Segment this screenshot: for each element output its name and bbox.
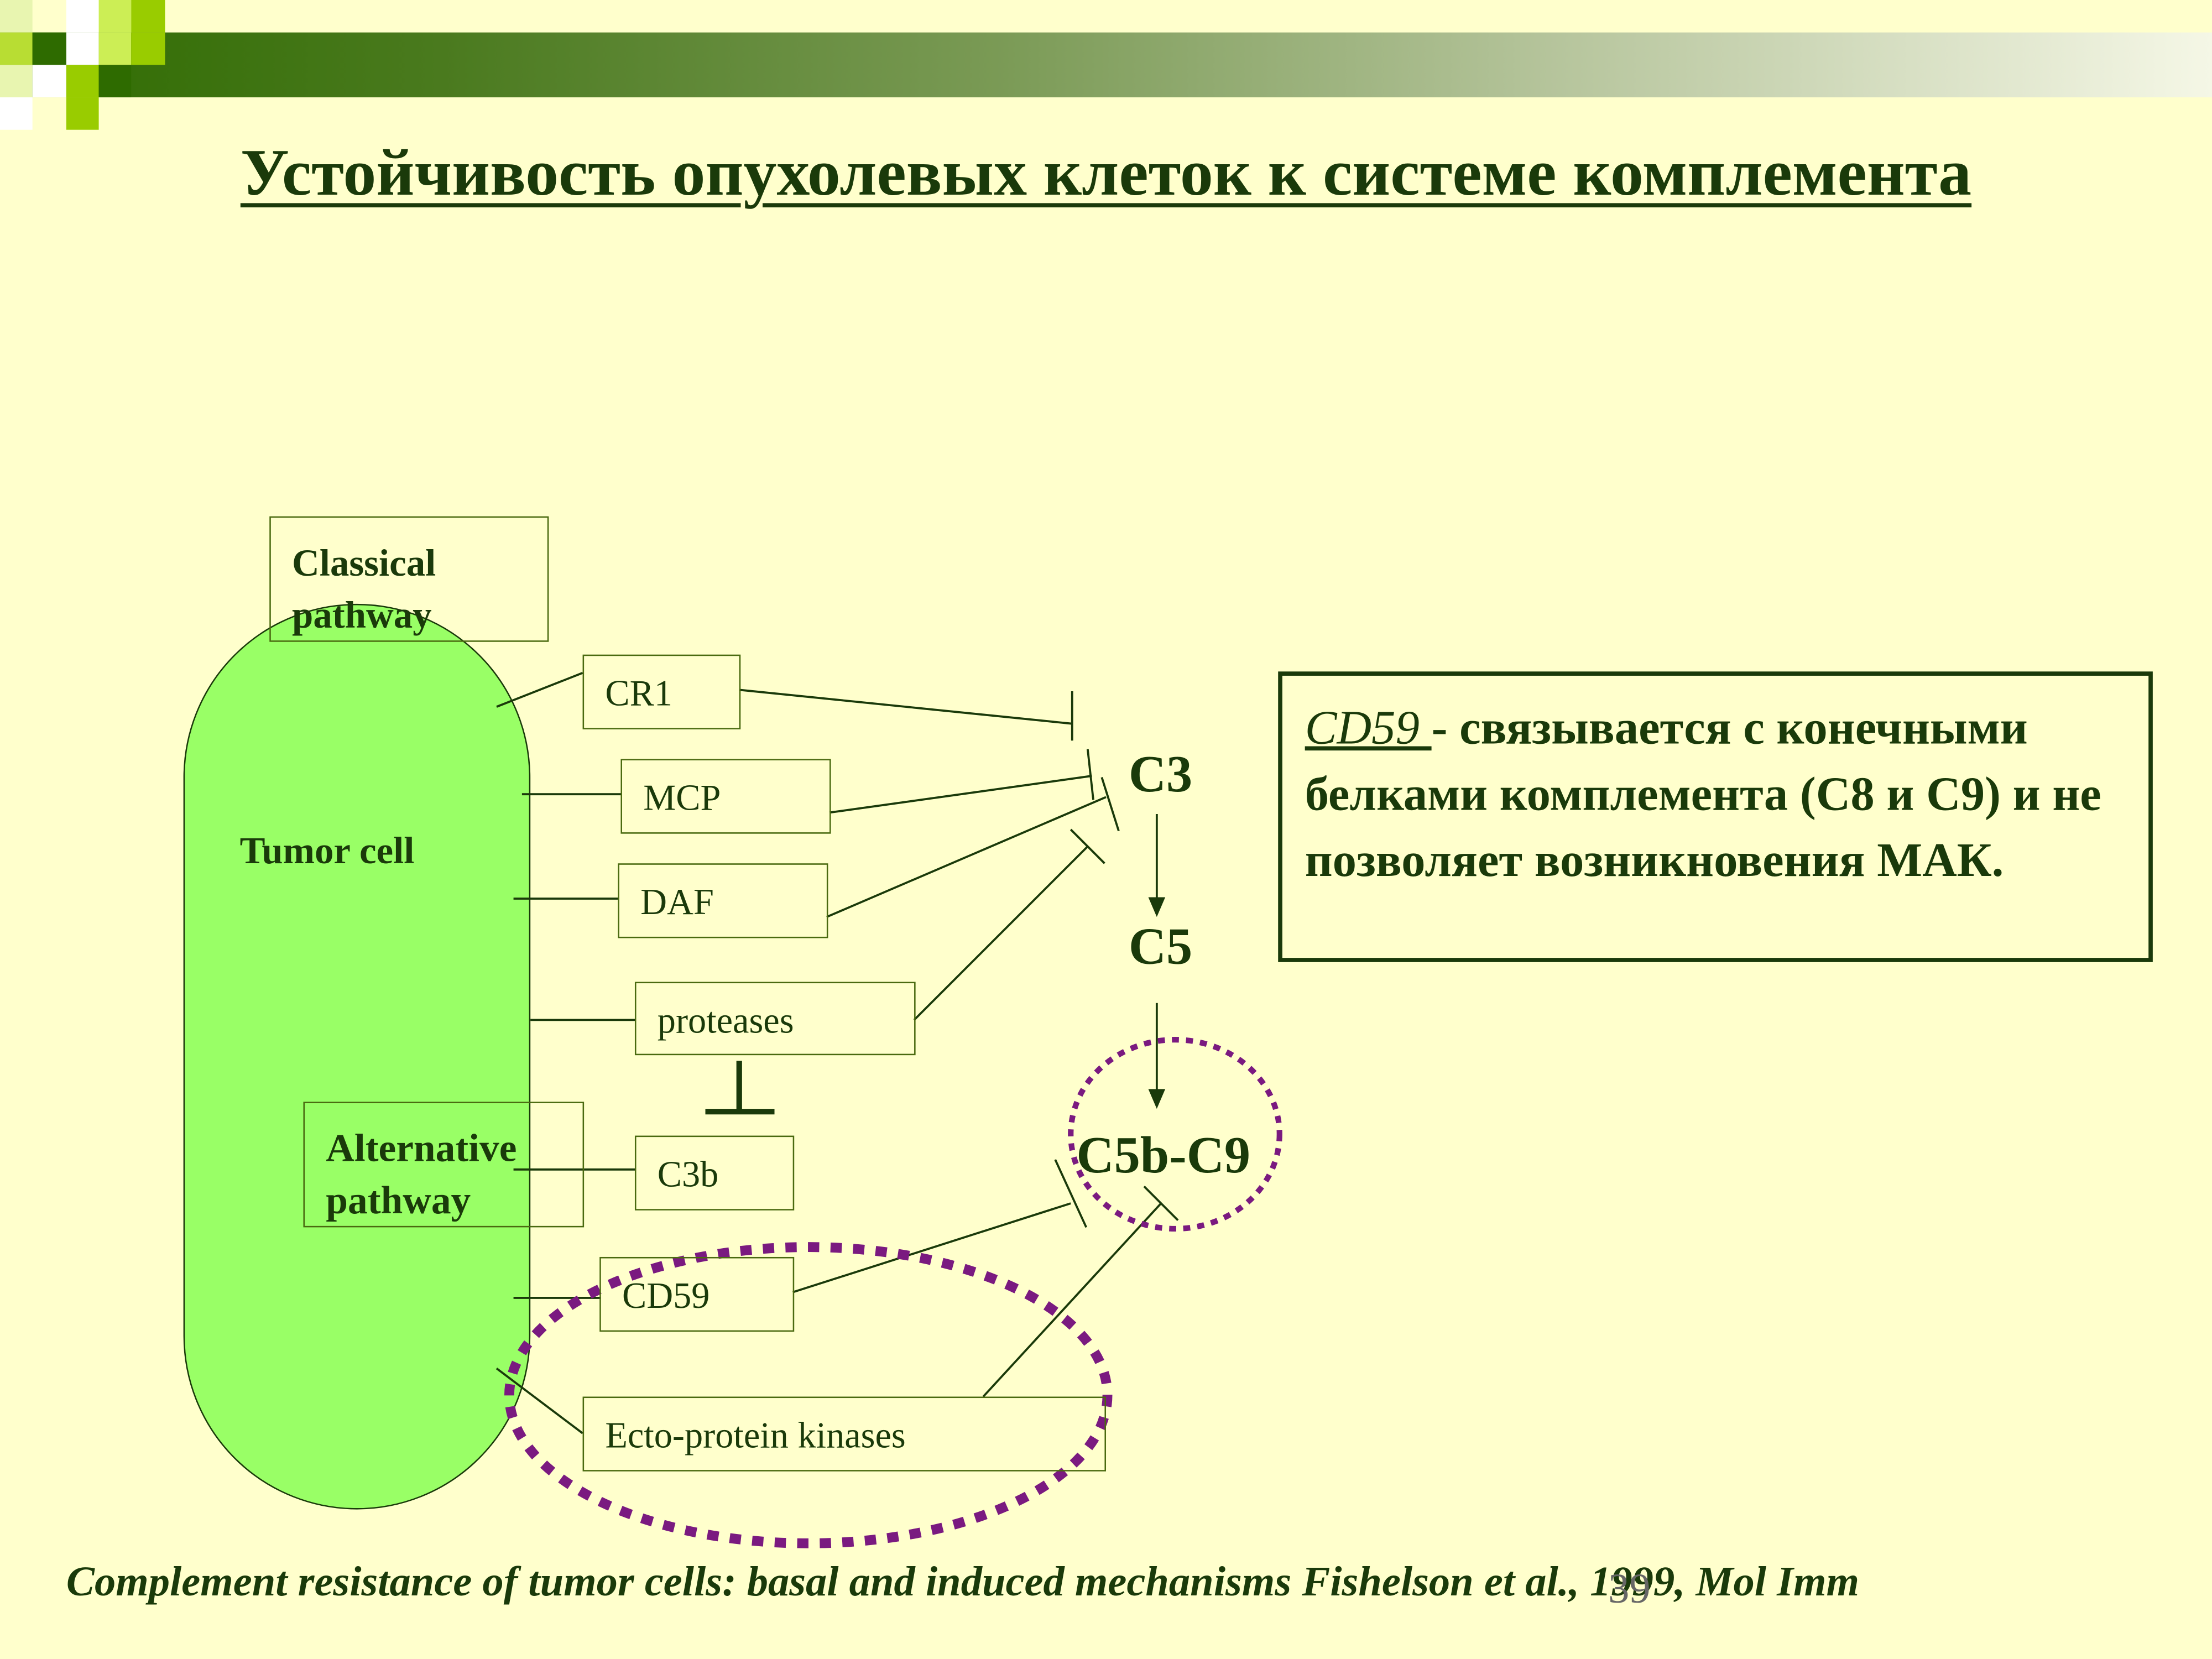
highlight-ellipse-cd59-ecto: [504, 1242, 1113, 1548]
tumor-cell-shape: [183, 603, 531, 1510]
alternative-pathway-box: Alternative pathway: [303, 1102, 585, 1228]
daf-label: DAF: [640, 881, 714, 923]
tumor-cell-label: Tumor cell: [239, 830, 415, 872]
mac-label: C5b-C9: [1076, 1127, 1251, 1185]
classical-pathway-label: Classical pathway: [292, 541, 436, 637]
decor-square: [66, 32, 99, 65]
decor-square: [98, 32, 132, 65]
header-gradient-bar: [0, 32, 2212, 98]
inhibition-proteases-c3: [913, 846, 1089, 1021]
mcp-label: MCP: [643, 777, 721, 818]
decor-square: [131, 32, 165, 65]
mcp-box: MCP: [620, 759, 831, 834]
daf-box: DAF: [618, 863, 828, 938]
decor-square: [0, 65, 33, 98]
classical-pathway-box: Classical pathway: [269, 516, 549, 642]
c3b-label: C3b: [657, 1154, 719, 1195]
inhibition-cr1-c3: [739, 688, 1072, 725]
decor-square: [98, 65, 132, 98]
decor-square: [98, 0, 132, 33]
slide-title: Устойчивость опухолевых клеток к системе…: [240, 137, 1972, 211]
ecto-protein-kinases-box: Ecto-protein kinases: [582, 1396, 1106, 1472]
decor-square: [0, 32, 33, 65]
decor-square: [0, 97, 33, 130]
cr1-box: CR1: [582, 654, 741, 729]
proteases-box: proteases: [634, 982, 916, 1056]
inhibition-bar: [1086, 749, 1094, 800]
inhibition-cd59-mac: [792, 1202, 1071, 1293]
connector-cell-ecto: [495, 1367, 583, 1434]
connector-cell-cr1: [496, 672, 583, 708]
decor-square: [131, 0, 165, 33]
decor-square: [0, 0, 33, 33]
inhibition-bar: [1070, 828, 1105, 864]
ecto-protein-kinases-label: Ecto-protein kinases: [605, 1415, 906, 1456]
cd59-label: CD59: [622, 1275, 710, 1317]
cd59-box: CD59: [599, 1256, 795, 1332]
arrowhead: [1148, 897, 1166, 917]
decor-square: [66, 65, 99, 98]
inhibition-bar: [1054, 1159, 1088, 1228]
highlight-circle-mac: [1068, 1036, 1282, 1232]
inhibition-mcp-c3: [829, 775, 1092, 814]
arrowhead: [1148, 1089, 1166, 1109]
decor-square: [32, 32, 66, 65]
decor-square: [66, 97, 99, 130]
c3-label: C3: [1128, 746, 1193, 805]
inhibition-daf-c3: [826, 796, 1107, 918]
c3b-box: C3b: [634, 1135, 795, 1211]
decor-square: [32, 65, 66, 98]
alternative-pathway-label: Alternative pathway: [326, 1127, 517, 1223]
citation: Complement resistance of tumor cells: ba…: [66, 1558, 1860, 1606]
inhibition-bar: [1143, 1186, 1179, 1221]
decor-square: [66, 0, 99, 33]
proteases-label: proteases: [657, 1000, 794, 1041]
cd59-info-box: CD59 - связывается с конечными белками к…: [1278, 671, 2153, 962]
inhibition-ecto-mac: [982, 1202, 1162, 1397]
cr1-label: CR1: [605, 672, 673, 714]
inhibition-bar: [1100, 777, 1120, 832]
slide-number: 39: [1608, 1566, 1651, 1613]
c5-label: C5: [1128, 918, 1193, 977]
cd59-description: - связывается с конечными белками компле…: [1305, 702, 2101, 888]
cd59-term: CD59: [1305, 702, 1432, 755]
